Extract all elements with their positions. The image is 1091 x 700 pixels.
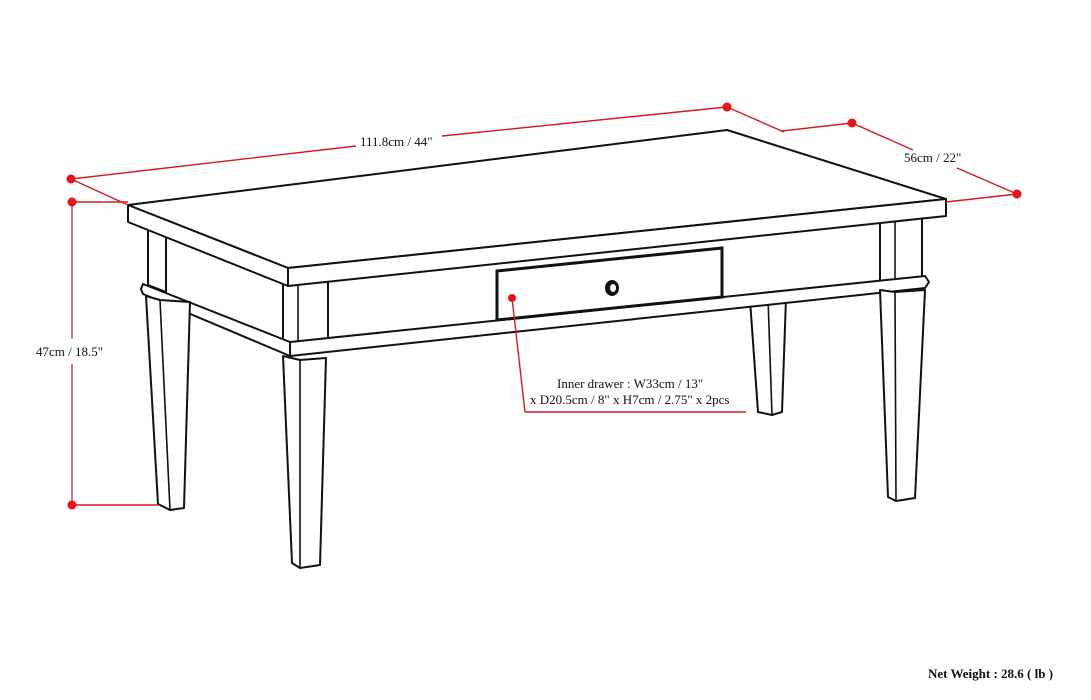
drawer-callout-dot (508, 294, 516, 302)
height-label: 47cm / 18.5" (34, 344, 106, 359)
front-right-leg (879, 289, 926, 502)
depth-end-dot (1012, 189, 1022, 199)
front-left-leg (145, 295, 191, 511)
front-middle-leg (282, 355, 327, 569)
drawer-note-line1: Inner drawer : W33cm / 13" (557, 376, 704, 391)
drawer-note-line2: x D20.5cm / 8" x H7cm / 2.75" x 2pcs (530, 392, 730, 407)
depth-start-dot (847, 118, 857, 128)
height-dimension (67, 197, 158, 510)
length-start-dot (66, 174, 76, 184)
table-top (127, 129, 947, 287)
length-label: 111.8cm / 44" (360, 134, 433, 149)
depth-label: 56cm / 22" (904, 150, 962, 165)
depth-dimension (781, 118, 1022, 203)
net-weight-label: Net Weight : 28.6 ( lb ) (928, 666, 1054, 681)
length-end-dot (722, 102, 732, 112)
drawer-callout (508, 294, 746, 413)
back-right-leg (749, 297, 787, 416)
height-bottom-dot (67, 500, 77, 510)
length-dimension (66, 102, 785, 206)
height-top-dot (67, 197, 77, 207)
drawer-knob-icon (605, 280, 619, 296)
